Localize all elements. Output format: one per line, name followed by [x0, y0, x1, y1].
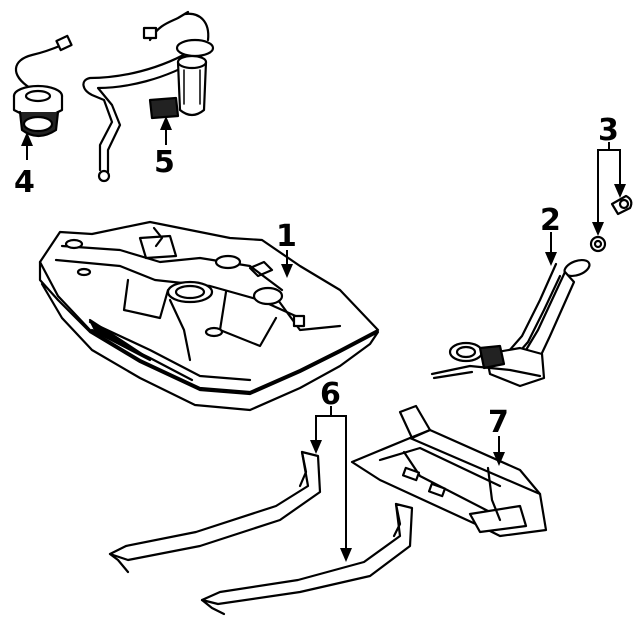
callout-1: 1	[276, 219, 297, 254]
callout-3: 3	[598, 113, 619, 148]
part-4-fuel-sender	[12, 34, 73, 138]
part-5-fuel-pump-assembly	[82, 10, 215, 183]
callout-4: 4	[14, 165, 35, 200]
part-1-fuel-tank	[38, 220, 380, 412]
part-2-filler-neck	[430, 258, 591, 388]
callout-5: 5	[154, 145, 175, 180]
callout-numbers: 1 2 3 4 5 6 7	[14, 113, 619, 440]
part-7-shield	[350, 404, 548, 538]
callout-7: 7	[488, 405, 509, 440]
part-6-tank-straps	[108, 450, 414, 616]
leader-lines	[21, 116, 626, 562]
callout-6: 6	[320, 377, 341, 412]
part-3-clip	[589, 194, 633, 253]
callout-2: 2	[540, 203, 561, 238]
